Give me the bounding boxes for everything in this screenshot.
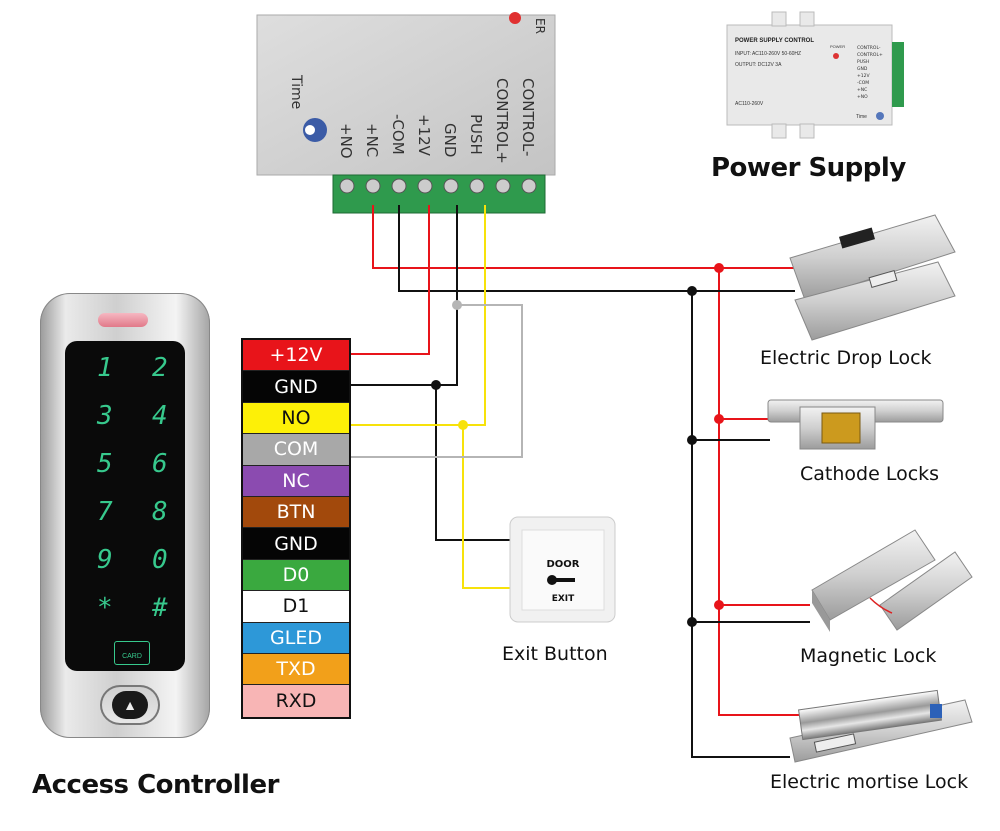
psu-knob-icon <box>876 112 884 120</box>
power-box-top-fragment: ER <box>533 18 547 34</box>
terminal-label: CONTROL+ <box>493 78 511 164</box>
wire-row: RXD <box>243 685 349 717</box>
psu-pin-label: GND <box>857 66 868 72</box>
svg-text:AC110-260V: AC110-260V <box>735 101 764 107</box>
svg-text:DOOR: DOOR <box>546 559 579 570</box>
svg-text:POWER SUPPLY CONTROL: POWER SUPPLY CONTROL <box>735 38 814 44</box>
psu-pin-label: +NO <box>857 94 868 100</box>
magnetic-lock-label: Magnetic Lock <box>800 645 937 667</box>
svg-text:EXIT: EXIT <box>552 594 575 604</box>
wire-row: +12V <box>243 340 349 372</box>
keypad-key[interactable]: 4 <box>152 401 168 431</box>
junction-dots <box>431 263 724 627</box>
electric-drop-lock-label: Electric Drop Lock <box>760 347 932 369</box>
power-supply-box: +NO +NC -COM +12V GND PUSH CONTROL+ CONTROL- Ti… <box>256 12 556 214</box>
power-led-icon <box>509 12 521 24</box>
keypad-key[interactable]: 1 <box>97 353 113 383</box>
svg-text:POWER: POWER <box>830 44 845 49</box>
wire-row: TXD <box>243 653 349 686</box>
electric-mortise-lock-label: Electric mortise Lock <box>770 771 969 793</box>
keypad-key[interactable]: 2 <box>152 353 168 383</box>
svg-text:OUTPUT: DC12V 3A: OUTPUT: DC12V 3A <box>735 62 782 68</box>
keypad-key[interactable]: 6 <box>152 449 168 479</box>
psu-pin-label: +12V <box>857 73 870 79</box>
electric-drop-lock-image <box>789 214 956 341</box>
card-icon: CARD <box>114 641 150 665</box>
psu-pin-label: +NC <box>857 87 867 93</box>
wire-row: BTN <box>243 496 349 529</box>
svg-text:Time: Time <box>856 114 867 120</box>
power-supply-label: Power Supply <box>711 153 906 183</box>
cathode-lock-image <box>767 399 944 450</box>
terminal-label: +12V <box>415 114 433 157</box>
time-label: Time <box>288 74 304 109</box>
keypad-key[interactable]: 0 <box>152 545 168 575</box>
access-controller-device: CARD 1 2 3 4 5 6 7 8 9 0 * # ▲ <box>40 293 210 738</box>
doorbell-button[interactable]: ▲ <box>100 685 160 725</box>
terminal-screws <box>339 178 537 194</box>
wires <box>347 205 810 758</box>
bell-icon: ▲ <box>112 691 148 719</box>
terminal-label: +NC <box>363 123 381 157</box>
psu-pin-label: CONTROL- <box>857 45 881 51</box>
access-controller-label: Access Controller <box>32 770 279 800</box>
psu-led-icon <box>833 53 839 59</box>
terminal-label: CONTROL- <box>519 78 537 156</box>
power-supply-photo: POWER SUPPLY CONTROL INPUT: AC110-260V 5… <box>726 11 904 139</box>
keypad-key[interactable]: # <box>152 593 168 623</box>
terminal-label: PUSH <box>467 114 485 155</box>
exit-button-image: DOOR EXIT <box>509 516 616 623</box>
keypad-key[interactable]: 8 <box>152 497 168 527</box>
electric-mortise-lock-image <box>789 689 973 763</box>
psu-pin-label: -COM <box>857 80 869 86</box>
keypad-key[interactable]: 7 <box>97 497 113 527</box>
keypad-key[interactable]: * <box>97 593 113 623</box>
terminal-label: -COM <box>389 114 407 155</box>
magnetic-lock-image <box>811 529 973 632</box>
cathode-locks-label: Cathode Locks <box>800 463 940 485</box>
wire-row: GND <box>243 371 349 403</box>
keypad-key[interactable]: 5 <box>97 449 113 479</box>
psu-pin-label: PUSH <box>857 59 869 65</box>
svg-text:INPUT: AC110-260V 50-60HZ: INPUT: AC110-260V 50-60HZ <box>735 51 801 57</box>
key-icon <box>547 575 557 585</box>
wire-row: NO <box>243 402 349 435</box>
terminal-label: +NO <box>337 123 355 159</box>
exit-button-label: Exit Button <box>502 643 608 665</box>
keypad-panel: CARD 1 2 3 4 5 6 7 8 9 0 * # <box>65 341 185 671</box>
terminal-label: GND <box>441 123 459 157</box>
reader-sensor <box>98 313 148 327</box>
psu-pin-label: CONTROL+ <box>857 52 883 58</box>
keypad-key[interactable]: 3 <box>97 401 113 431</box>
keypad-key[interactable]: 9 <box>97 545 113 575</box>
wire-row: D0 <box>243 559 349 592</box>
wire-row: GLED <box>243 622 349 654</box>
wire-row: D1 <box>243 591 349 623</box>
wire-row: NC <box>243 465 349 497</box>
terminal-block <box>332 174 546 214</box>
wire-row: COM <box>243 434 349 466</box>
wire-row: GND <box>243 528 349 560</box>
